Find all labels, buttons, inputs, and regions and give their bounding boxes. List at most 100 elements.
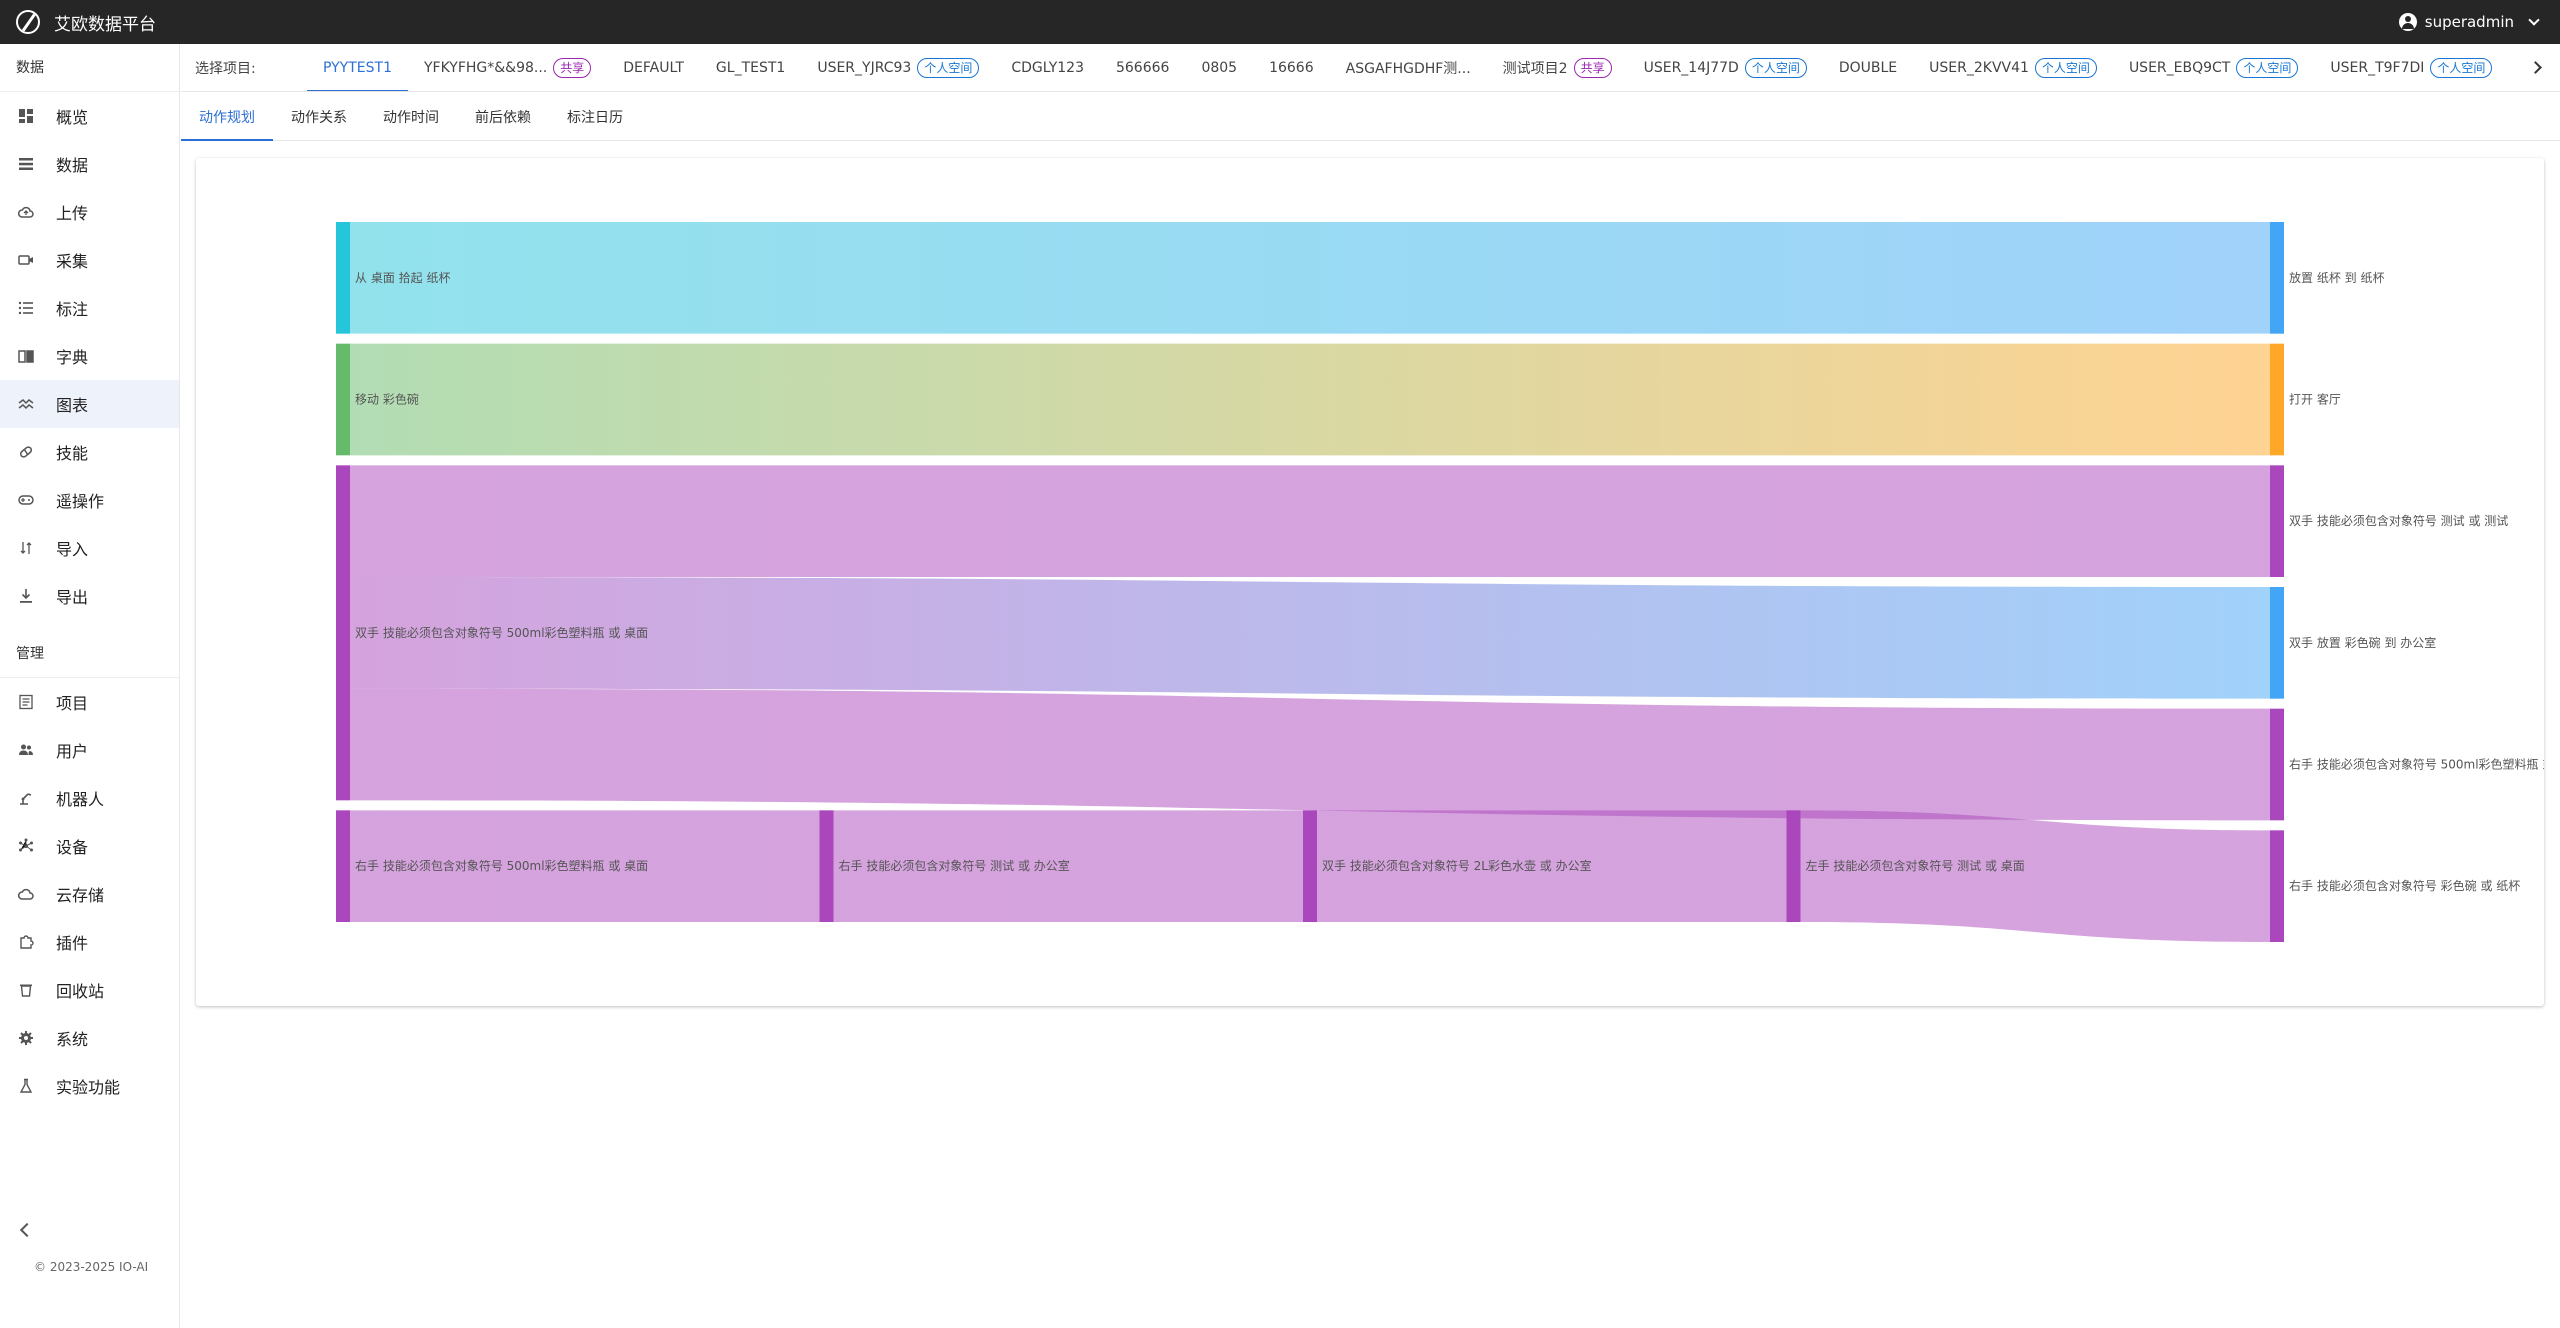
- sankey-node[interactable]: [1786, 810, 1801, 922]
- robot-arm-icon: [18, 790, 34, 806]
- project-tab-name: DOUBLE: [1838, 59, 1898, 76]
- sidebar-item-label: 机器人: [56, 790, 105, 809]
- user-name: superadmin: [2424, 13, 2514, 31]
- sankey-link[interactable]: [350, 810, 820, 922]
- top-bar: 艾欧数据平台 superadmin: [0, 0, 2560, 44]
- sankey-link[interactable]: [1317, 810, 1787, 922]
- copyright: © 2023-2025 IO-AI: [34, 1260, 149, 1274]
- sidebar-item[interactable]: 设备: [0, 822, 179, 870]
- account-circle-icon: [2398, 13, 2417, 31]
- sidebar-item-label: 采集: [56, 252, 89, 271]
- sankey-node[interactable]: [336, 465, 350, 801]
- project-tab[interactable]: ASGAFHGDHF测...: [1330, 44, 1487, 91]
- project-badge: 个人空间: [2034, 57, 2097, 78]
- sidebar-item[interactable]: 图表: [0, 380, 179, 428]
- sankey-node-label: 移动 彩色碗: [355, 392, 419, 407]
- sankey-node[interactable]: [336, 810, 350, 922]
- chart-tab[interactable]: 标注日历: [567, 110, 623, 126]
- project-tab[interactable]: PYYTEST1: [307, 44, 408, 91]
- sidebar-item[interactable]: 导入: [0, 524, 179, 572]
- sankey-node[interactable]: [2270, 587, 2284, 699]
- user-menu[interactable]: superadmin: [2398, 0, 2540, 44]
- project-tab-name: PYYTEST1: [323, 59, 392, 76]
- sidebar-item[interactable]: 概览: [0, 92, 179, 140]
- sankey-link[interactable]: [833, 810, 1304, 922]
- sankey-node-label: 从 桌面 拾起 纸杯: [355, 270, 450, 285]
- sankey-node[interactable]: [2270, 343, 2284, 456]
- sidebar-item[interactable]: 回收站: [0, 966, 179, 1014]
- sidebar-item[interactable]: 字典: [0, 332, 179, 380]
- project-tab[interactable]: GL_TEST1: [700, 44, 801, 91]
- sankey-node[interactable]: [819, 810, 834, 922]
- sidebar-item-label: 回收站: [56, 982, 105, 1001]
- sankey-link[interactable]: [350, 688, 2270, 821]
- project-tab[interactable]: DEFAULT: [607, 44, 700, 91]
- sidebar-section-title: 管理: [0, 630, 179, 678]
- sankey-node-label: 双手 技能必须包含对象符号 测试 或 测试: [2289, 513, 2508, 528]
- sankey-node[interactable]: [336, 343, 350, 456]
- sankey-node[interactable]: [2270, 708, 2284, 821]
- trash-icon: [18, 982, 34, 998]
- sidebar-item[interactable]: 技能: [0, 428, 179, 476]
- project-tab[interactable]: USER_2KVV41 个人空间: [1913, 44, 2113, 91]
- project-tab-name: 测试项目2: [1502, 60, 1568, 77]
- sidebar-item[interactable]: 实验功能: [0, 1062, 179, 1110]
- chart-tab[interactable]: 动作规划: [181, 93, 273, 141]
- sankey-link[interactable]: [350, 465, 2270, 577]
- sankey-link[interactable]: [1800, 810, 2271, 942]
- sidebar-item-label: 实验功能: [56, 1078, 121, 1097]
- project-tab[interactable]: 16666: [1253, 44, 1330, 91]
- sankey-node[interactable]: [336, 222, 350, 334]
- project-tab[interactable]: YFKYFHG*&&98...共享: [408, 44, 607, 91]
- chart-tab[interactable]: 动作关系: [291, 110, 347, 126]
- sidebar-item-label: 技能: [56, 444, 89, 463]
- sidebar-item[interactable]: 采集: [0, 236, 179, 284]
- sankey-link[interactable]: [350, 343, 2270, 456]
- chart-tab[interactable]: 动作时间: [383, 110, 439, 126]
- project-badge: 共享: [553, 57, 592, 78]
- sidebar-item[interactable]: 上传: [0, 188, 179, 236]
- project-tab-name: 16666: [1269, 59, 1314, 76]
- sidebar-item[interactable]: 遥操作: [0, 476, 179, 524]
- project-tab[interactable]: DOUBLE: [1823, 44, 1913, 91]
- project-tab-name: 0805: [1201, 59, 1238, 76]
- sidebar-item[interactable]: 云存储: [0, 870, 179, 918]
- sidebar-item[interactable]: 插件: [0, 918, 179, 966]
- project-tab[interactable]: 0805: [1185, 44, 1253, 91]
- sankey-node-label: 右手 技能必须包含对象符号 彩色碗 或 纸杯: [2289, 878, 2520, 893]
- sankey-node[interactable]: [2270, 830, 2284, 942]
- sankey-node[interactable]: [1303, 810, 1317, 922]
- project-badge: 个人空间: [917, 57, 980, 78]
- sankey-node-label: 放置 纸杯 到 纸杯: [2289, 270, 2384, 285]
- project-tab[interactable]: CDGLY123: [995, 44, 1100, 91]
- sankey-node-label: 双手 放置 彩色碗 到 办公室: [2289, 635, 2436, 650]
- project-badge: 个人空间: [1744, 57, 1807, 78]
- chart-tab[interactable]: 前后依赖: [475, 110, 531, 126]
- chevron-down-icon: [2528, 14, 2540, 26]
- project-tab-name: DEFAULT: [623, 59, 684, 76]
- gamepad-icon: [18, 492, 34, 508]
- logo-icon[interactable]: [16, 10, 40, 34]
- sidebar-item[interactable]: 系统: [0, 1014, 179, 1062]
- sidebar-item[interactable]: 用户: [0, 726, 179, 774]
- sidebar-item[interactable]: 标注: [0, 284, 179, 332]
- sankey-link[interactable]: [350, 222, 2270, 334]
- sidebar-item[interactable]: 机器人: [0, 774, 179, 822]
- sankey-node[interactable]: [2270, 222, 2284, 334]
- sidebar-item-label: 系统: [56, 1030, 89, 1049]
- sidebar-item[interactable]: 项目: [0, 678, 179, 726]
- sidebar-item[interactable]: 导出: [0, 572, 179, 620]
- sankey-node-label: 右手 技能必须包含对象符号 500ml彩色塑料瓶 或 测试: [2289, 757, 2544, 772]
- project-tab-name: ASGAFHGDHF测...: [1345, 60, 1471, 77]
- sankey-node[interactable]: [2270, 465, 2284, 577]
- sankey-link[interactable]: [350, 577, 2270, 699]
- project-tab-name: USER_2KVV41: [1929, 59, 2029, 76]
- chevron-right-icon[interactable]: [2529, 61, 2542, 74]
- sidebar-item[interactable]: 数据: [0, 140, 179, 188]
- project-tab[interactable]: 566666: [1100, 44, 1185, 91]
